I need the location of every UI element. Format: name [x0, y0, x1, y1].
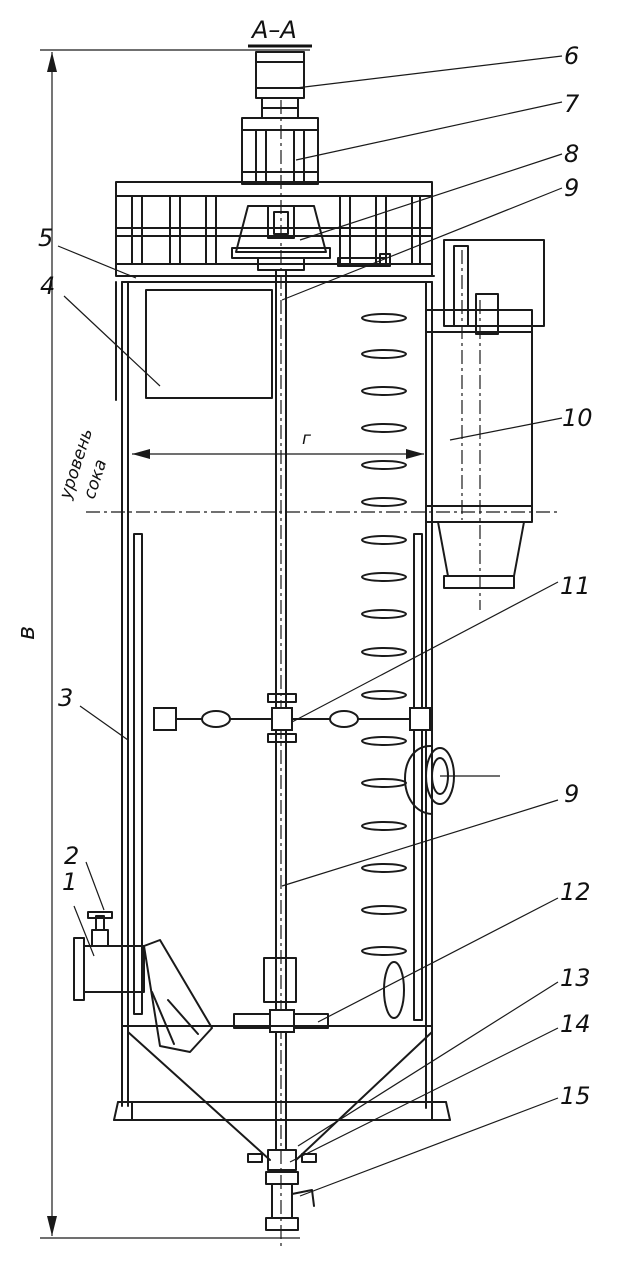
callout-9-lower: 9: [564, 780, 579, 808]
width-dimension-label: г: [302, 429, 311, 449]
callout-15: 15: [560, 1082, 591, 1110]
callout-14: 14: [560, 1010, 591, 1038]
leader-lines: [57, 55, 563, 1197]
side-nozzles: [361, 313, 407, 956]
height-dimension: в: [12, 49, 310, 1239]
callout-7: 7: [564, 90, 580, 118]
width-dimension: г: [132, 429, 424, 459]
section-label-text: A–A: [250, 16, 297, 44]
conical-bottom: [113, 1025, 451, 1161]
callout-1: 1: [62, 868, 77, 896]
callout-9-top: 9: [564, 174, 579, 202]
shaft-coupling: [263, 957, 297, 1003]
sight-glass: [383, 961, 405, 1019]
side-chamber: [425, 239, 545, 610]
bottom-scraper: [233, 1009, 329, 1033]
agitator-arm: [153, 693, 431, 743]
callouts: 1 2 3 4 5 6 7 8 9 9 10 11 12 13 14 15: [38, 42, 593, 1110]
callout-11: 11: [560, 572, 591, 600]
drive-support: [231, 205, 391, 271]
callout-3: 3: [58, 684, 73, 712]
drive-motor: [255, 51, 305, 119]
callout-8: 8: [564, 140, 579, 168]
reducer: [241, 117, 319, 185]
callout-2: 2: [64, 842, 79, 870]
section-label: A–A: [248, 16, 312, 48]
discharge-outlet: [265, 1171, 315, 1231]
callout-5: 5: [38, 224, 53, 252]
callout-12: 12: [560, 878, 591, 906]
callout-10: 10: [562, 404, 593, 432]
inspection-hatch: [145, 289, 273, 399]
callout-13: 13: [560, 964, 591, 992]
inlet-pipe: [73, 911, 213, 1053]
manhole: [404, 744, 500, 815]
height-dimension-label: в: [12, 626, 40, 640]
central-shaft: [275, 100, 287, 1246]
callout-4: 4: [40, 272, 55, 300]
bottom-valve: [247, 1149, 317, 1171]
callout-6: 6: [564, 42, 579, 70]
